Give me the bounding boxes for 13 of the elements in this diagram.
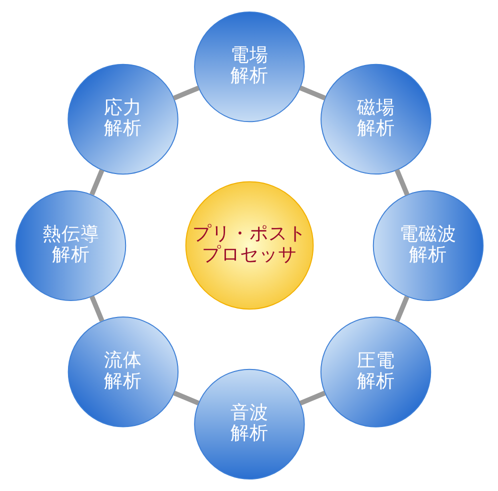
node-circle: 圧電解析 xyxy=(320,316,431,428)
node-circle: 音波解析 xyxy=(194,368,304,480)
connector xyxy=(298,390,326,406)
node-circle: 流体解析 xyxy=(67,316,178,428)
node-circle: 電場解析 xyxy=(194,11,304,122)
connector xyxy=(394,296,409,322)
node-circle: プリ・ポストプロセッサ xyxy=(184,181,314,310)
connector xyxy=(89,169,104,196)
node-circle: 電磁波解析 xyxy=(372,190,484,301)
node-circle: 応力解析 xyxy=(67,64,178,175)
connector xyxy=(172,390,199,406)
node-circle: 磁場解析 xyxy=(320,64,431,175)
node-circle: 熱伝導解析 xyxy=(14,190,126,301)
